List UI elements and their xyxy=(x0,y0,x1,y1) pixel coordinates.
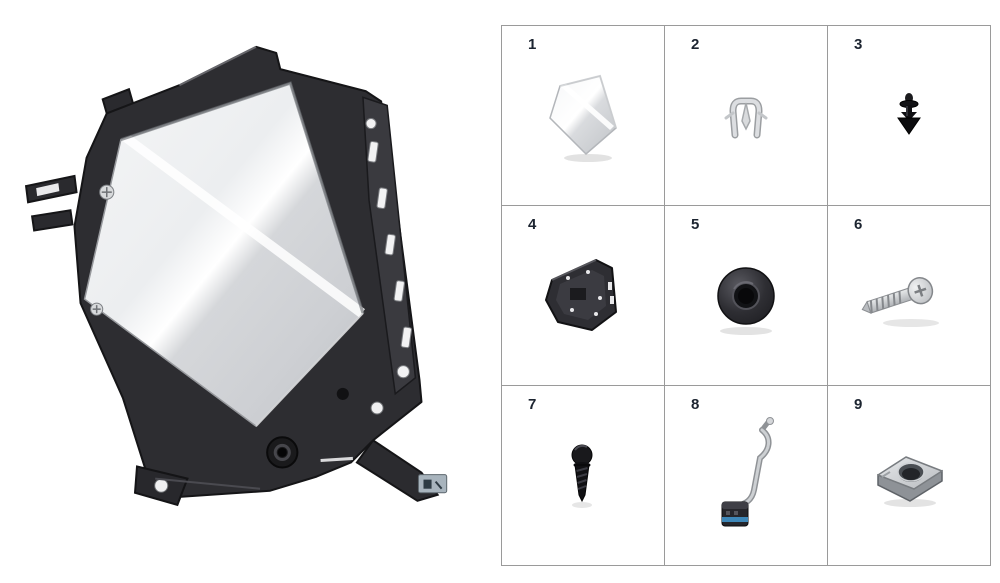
parts-grid: 1 xyxy=(501,25,991,566)
part-icon-wrap xyxy=(502,26,664,205)
parts-grid-cell-7: 7 xyxy=(502,386,665,566)
part-number-label: 8 xyxy=(691,396,700,413)
chrome-panel-icon xyxy=(548,74,617,162)
part-icon-wrap xyxy=(502,386,664,565)
right-flange xyxy=(362,96,417,396)
parts-grid-cell-6: 6 xyxy=(828,206,991,386)
part-icon-wrap xyxy=(828,206,990,385)
part-number-label: 2 xyxy=(691,36,700,53)
part-number-label: 5 xyxy=(691,216,700,233)
parts-grid-cell-8: 8 xyxy=(665,386,828,566)
rubber-grommet-icon xyxy=(717,266,775,335)
parts-grid-cell-5: 5 xyxy=(665,206,828,386)
push-rivet-icon xyxy=(897,92,921,135)
part-icon-wrap xyxy=(665,26,827,205)
left-mounting-tabs xyxy=(24,87,135,232)
main-assembly-illustration xyxy=(18,36,482,546)
part-number-label: 1 xyxy=(528,36,537,53)
part-icon-wrap xyxy=(828,386,990,565)
screw-heads xyxy=(90,184,384,415)
washer-head-screw-icon xyxy=(861,276,939,327)
bottom-base xyxy=(133,456,353,507)
u-nut-clip-icon xyxy=(876,455,943,507)
lower-right-extension xyxy=(355,438,440,502)
parts-grid-cell-3: 3 xyxy=(828,26,991,206)
part-number-label: 3 xyxy=(854,36,863,53)
part-number-label: 6 xyxy=(854,216,863,233)
chrome-reflector-panel xyxy=(83,81,365,428)
part-icon-wrap xyxy=(665,206,827,385)
part-number-label: 4 xyxy=(528,216,537,233)
spring-clip-icon xyxy=(724,97,768,138)
part-icon-wrap xyxy=(828,26,990,205)
corner-tag xyxy=(417,474,448,494)
part-icon-wrap xyxy=(665,386,827,565)
parts-grid-cell-2: 2 xyxy=(665,26,828,206)
part-icon-wrap xyxy=(502,206,664,385)
wire-connector-icon xyxy=(721,416,774,526)
bracket-mirror-assembly-icon xyxy=(24,45,448,507)
parts-grid-cell-1: 1 xyxy=(502,26,665,206)
parts-grid-cell-4: 4 xyxy=(502,206,665,386)
grommet-hole xyxy=(266,436,299,469)
part-number-label: 7 xyxy=(528,396,537,413)
part-number-label: 9 xyxy=(854,396,863,413)
mounting-bracket-icon xyxy=(545,259,617,331)
black-screw-icon xyxy=(571,444,593,508)
parts-grid-cell-9: 9 xyxy=(828,386,991,566)
